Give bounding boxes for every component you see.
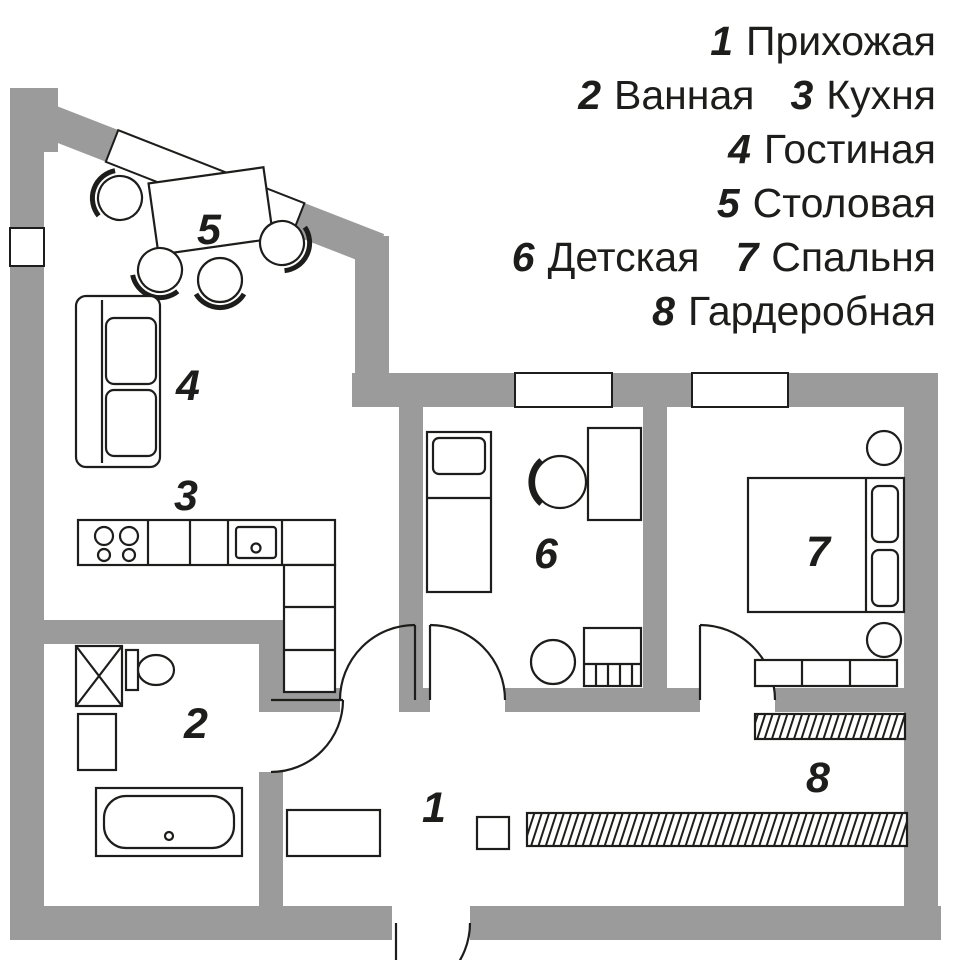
room-label-kids: 6: [534, 530, 559, 578]
room-label-kitchen: 3: [174, 472, 198, 520]
desk-chair: [528, 454, 588, 510]
legend-item-name: Прихожая: [746, 18, 936, 64]
walls: [10, 88, 941, 940]
legend-item-name: Гостиная: [763, 126, 936, 172]
bath-cabinet: [76, 712, 118, 772]
legend-item-hallway: 1 Прихожая: [710, 18, 936, 65]
legend-item-bedroom: 7 Спальня: [735, 234, 936, 281]
room-label-bathroom: 2: [183, 700, 208, 748]
low-cabinet: [753, 658, 899, 688]
legend-line: 5 Столовая: [717, 180, 936, 227]
bedside-table: [865, 621, 903, 659]
wardrobe-rack: [525, 811, 909, 848]
door-bathroom: [270, 698, 345, 774]
door-kitchen: [338, 623, 417, 701]
legend-item-name: Столовая: [752, 180, 936, 226]
desk: [586, 426, 643, 522]
room-label-bedroom: 7: [806, 528, 832, 576]
legend-item-number: 8: [652, 288, 675, 334]
legend-item-dining: 5 Столовая: [717, 180, 936, 227]
window-room6: [514, 372, 613, 408]
legend-item-bathroom: 2 Ванная: [578, 72, 754, 119]
dining-chair: [193, 256, 247, 311]
legend-item-number: 3: [790, 72, 814, 118]
legend-item-name: Спальня: [771, 234, 936, 280]
legend-line: 6 Детская 7 Спальня: [512, 234, 936, 281]
dining-chair: [258, 219, 313, 274]
legend-item-number: 6: [511, 234, 535, 280]
door-entrance: [394, 922, 472, 960]
bathtub: [94, 786, 244, 858]
legend-item-kids: 6 Детская: [512, 234, 700, 281]
wardrobe-rack: [753, 712, 907, 741]
kitchen-sink: [234, 525, 278, 560]
legend-item-number: 5: [716, 180, 740, 226]
legend-item-name: Ванная: [614, 72, 755, 118]
room-label-dining: 5: [197, 206, 222, 254]
legend-item-name: Гардеробная: [687, 288, 936, 334]
sofa: [74, 294, 162, 469]
legend-line: 4 Гостиная: [728, 126, 936, 173]
room-label-living: 4: [175, 362, 200, 410]
legend: 1 Прихожая 2 Ванная 3 Кухня 4 Гостиная 5…: [512, 18, 936, 335]
legend-line: 1 Прихожая: [710, 18, 936, 65]
hallway-bench: [285, 808, 382, 858]
legend-item-number: 1: [710, 18, 733, 64]
dining-chair: [89, 168, 144, 222]
bedside-table: [865, 429, 903, 467]
kitchen-counter: [76, 518, 337, 694]
toilet: [124, 648, 176, 692]
legend-item-kitchen: 3 Кухня: [790, 72, 936, 119]
room-label-hallway: 1: [422, 784, 446, 832]
door-room6: [428, 623, 507, 701]
room-labels: 1 2 3 4 5 6 7 8: [174, 206, 832, 832]
window-left: [9, 227, 45, 267]
legend-line: 8 Гардеробная: [652, 288, 936, 335]
stove: [93, 525, 140, 563]
legend-item-name: Детская: [547, 234, 700, 280]
legend-item-number: 7: [735, 234, 759, 280]
legend-item-living: 4 Гостиная: [728, 126, 936, 173]
legend-item-wardrobe: 8 Гардеробная: [652, 288, 936, 335]
dresser: [582, 626, 643, 688]
legend-line: 2 Ванная 3 Кухня: [578, 72, 936, 119]
hallway-stool: [475, 815, 511, 851]
single-bed: [425, 430, 493, 594]
legend-item-number: 4: [728, 126, 751, 172]
round-table: [529, 638, 577, 686]
room-label-wardrobe: 8: [806, 754, 830, 802]
shower-unit: [74, 644, 124, 708]
dining-table: [147, 166, 275, 256]
double-bed: [746, 476, 906, 614]
window-room7: [691, 372, 789, 408]
legend-item-number: 2: [578, 72, 602, 118]
legend-item-name: Кухня: [826, 72, 936, 118]
